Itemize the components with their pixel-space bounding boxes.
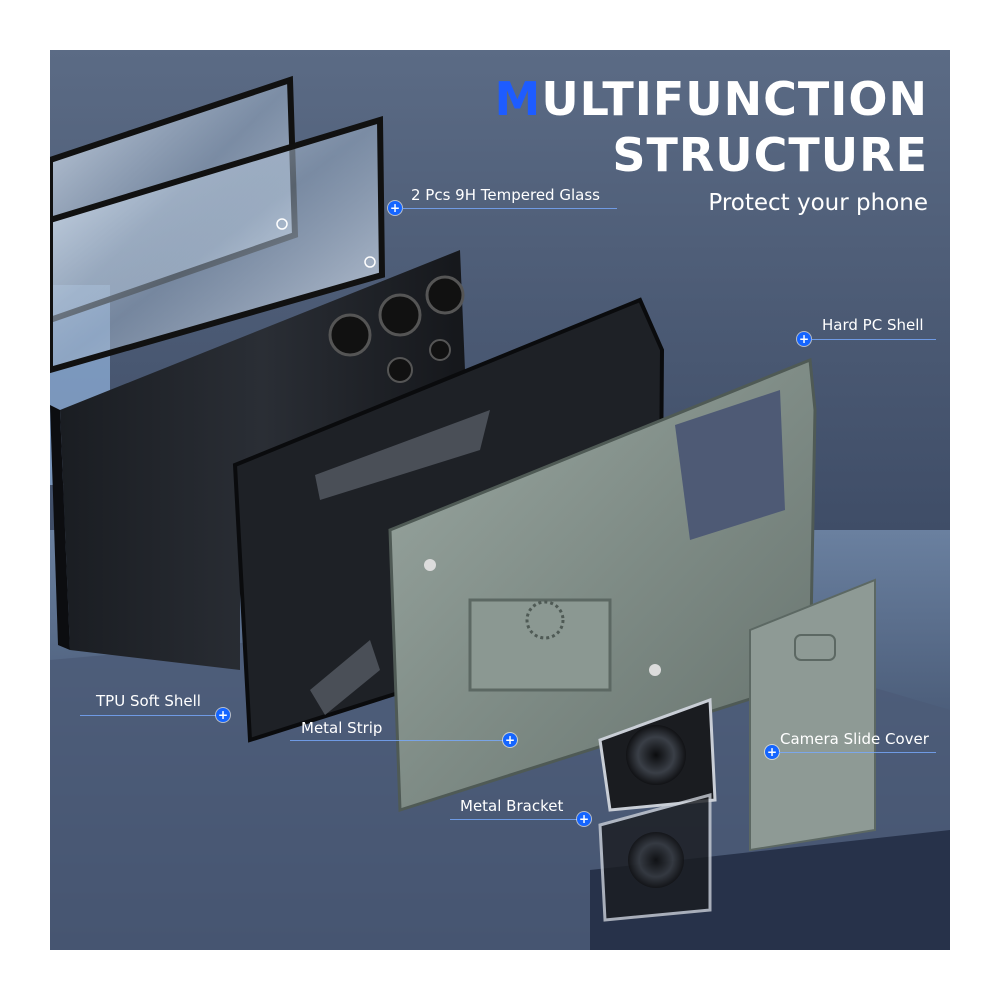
hard-pc-shell bbox=[388, 357, 817, 813]
callout-label: TPU Soft Shell bbox=[96, 692, 201, 710]
plus-icon: + bbox=[388, 201, 402, 215]
callout-label: Metal Bracket bbox=[460, 797, 564, 815]
callout-label: 2 Pcs 9H Tempered Glass bbox=[411, 186, 600, 204]
callout-line bbox=[450, 819, 580, 820]
subtitle: Protect your phone bbox=[708, 190, 928, 216]
plus-icon: + bbox=[797, 332, 811, 346]
callout-line bbox=[402, 208, 617, 209]
plus-icon: + bbox=[765, 745, 779, 759]
callout-line bbox=[811, 339, 936, 340]
callout-line bbox=[290, 740, 504, 741]
callout-label: Camera Slide Cover bbox=[780, 730, 929, 748]
plus-icon: + bbox=[503, 733, 517, 747]
headline-line-2: STRUCTURE bbox=[612, 128, 928, 182]
plus-icon: + bbox=[216, 708, 230, 722]
callout-label: Metal Strip bbox=[301, 719, 383, 737]
tempered-glass-sheets bbox=[50, 75, 386, 374]
metal-bracket bbox=[598, 697, 717, 922]
headline-accent-letter: M bbox=[494, 72, 542, 126]
callout-line bbox=[779, 752, 936, 753]
plus-icon: + bbox=[577, 812, 591, 826]
product-illustration: MULTIFUNCTION STRUCTURE Protect your pho… bbox=[50, 50, 950, 950]
headline-line-1-rest: ULTIFUNCTION bbox=[541, 72, 928, 126]
callout-label: Hard PC Shell bbox=[822, 316, 924, 334]
callout-line bbox=[80, 715, 225, 716]
camera-slide-cover bbox=[749, 578, 876, 852]
headline-line-1: MULTIFUNCTION bbox=[495, 72, 928, 126]
exploded-case-graphic bbox=[50, 75, 950, 950]
